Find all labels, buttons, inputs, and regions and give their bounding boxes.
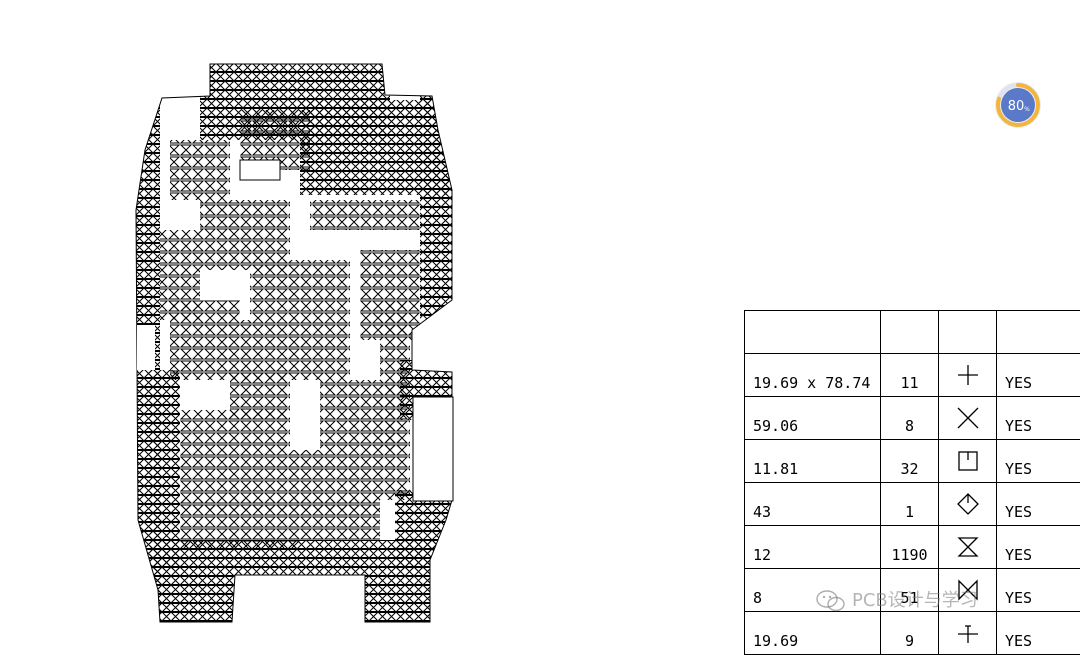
- header-size: [745, 311, 881, 354]
- table-row: 12 1190 YES: [745, 526, 1080, 569]
- header-symbol: [939, 311, 997, 354]
- cross-symbol-icon: [957, 407, 979, 429]
- drill-qty: 1: [881, 483, 939, 526]
- square-tick-symbol-icon: [957, 450, 979, 472]
- watermark: PCB设计与学习: [816, 586, 978, 612]
- header-qty: [881, 311, 939, 354]
- table-header-row: [745, 311, 1080, 354]
- drill-qty: 11: [881, 354, 939, 397]
- drill-size: 12: [745, 526, 881, 569]
- progress-ring-icon: 80 %: [993, 80, 1043, 130]
- drill-plated: YES: [997, 397, 1080, 440]
- drill-size: 11.81: [745, 440, 881, 483]
- table-row: 19.69 9 YES: [745, 612, 1080, 655]
- header-plated: [997, 311, 1080, 354]
- diamond-tick-symbol-icon: [957, 493, 979, 515]
- drill-plated: YES: [997, 483, 1080, 526]
- drill-plated: YES: [997, 612, 1080, 655]
- table-row: 11.81 32 YES: [745, 440, 1080, 483]
- drill-qty: 1190: [881, 526, 939, 569]
- wechat-icon: [816, 590, 846, 612]
- drill-plated: YES: [997, 569, 1080, 612]
- progress-badge[interactable]: 80 %: [993, 80, 1043, 130]
- table-row: 59.06 8 YES: [745, 397, 1080, 440]
- drill-plated: YES: [997, 354, 1080, 397]
- drill-size: 43: [745, 483, 881, 526]
- watermark-text: PCB设计与学习: [852, 590, 978, 611]
- drill-size: 19.69 x 78.74: [745, 354, 881, 397]
- drill-size: 19.69: [745, 612, 881, 655]
- board-drill-map: [0, 0, 740, 646]
- hourglass-symbol-icon: [957, 536, 979, 558]
- plus-tick-symbol-icon: [957, 622, 979, 644]
- drill-qty: 9: [881, 612, 939, 655]
- table-row: 19.69 x 78.74 11 YES: [745, 354, 1080, 397]
- table-row: 43 1 YES: [745, 483, 1080, 526]
- drill-plated: YES: [997, 526, 1080, 569]
- plus-symbol-icon: [957, 364, 979, 386]
- drill-qty: 32: [881, 440, 939, 483]
- drill-size: 59.06: [745, 397, 881, 440]
- drill-qty: 8: [881, 397, 939, 440]
- drill-plated: YES: [997, 440, 1080, 483]
- via-field: [130, 60, 455, 630]
- progress-unit: %: [1024, 106, 1030, 113]
- progress-percent: 80: [1008, 99, 1025, 114]
